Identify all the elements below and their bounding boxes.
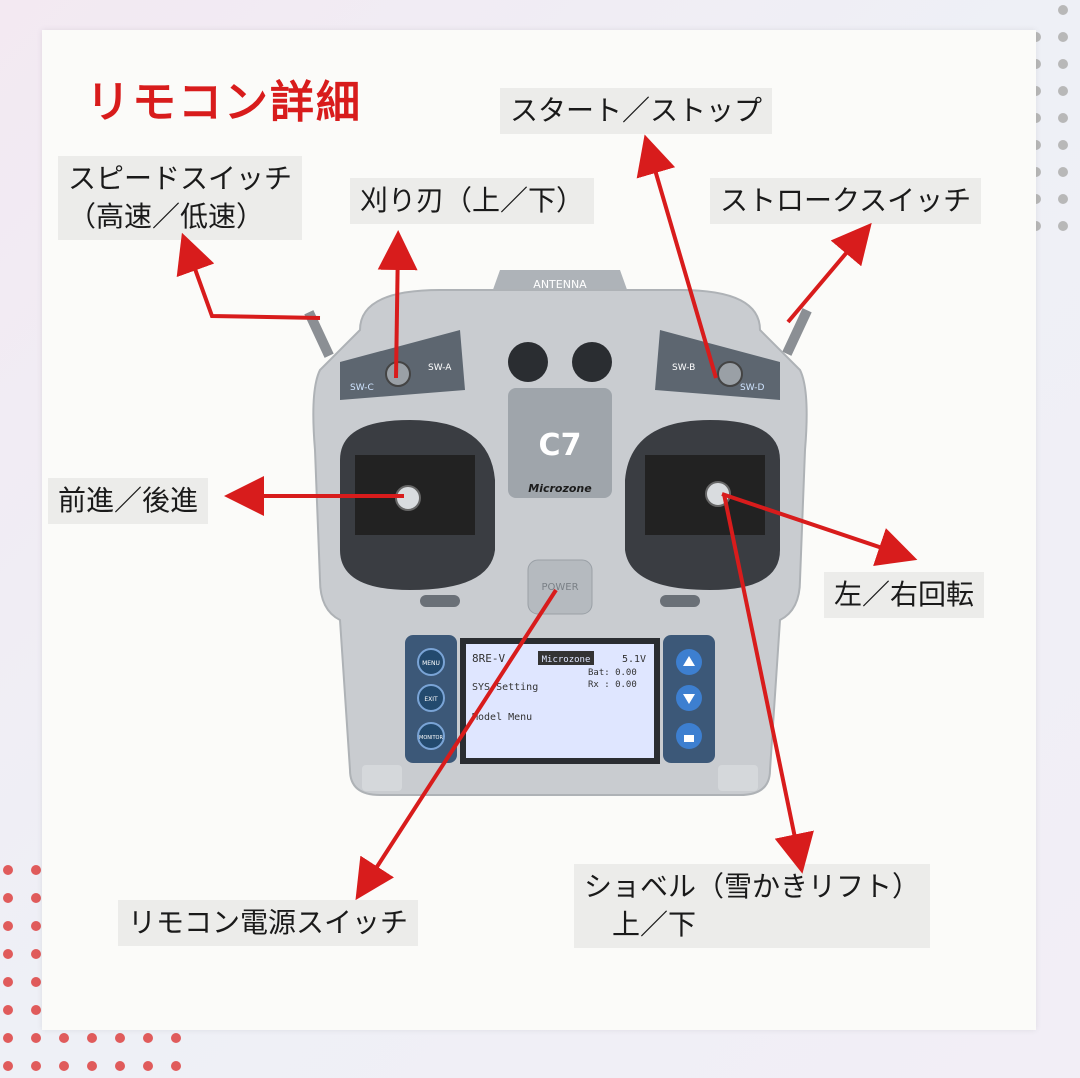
- label-shovel: ショベル（雪かきリフト） 上／下: [574, 864, 931, 948]
- switch-b[interactable]: [717, 361, 743, 387]
- sw-a-label: SW-A: [428, 363, 452, 373]
- decor-dot: [31, 921, 41, 931]
- antenna-label: ANTENNA: [533, 278, 587, 291]
- page-title: リモコン詳細: [86, 77, 362, 128]
- label-speed-switch: スピードスイッチ （高速／低速）: [58, 156, 303, 240]
- foot-left: [362, 765, 402, 791]
- lcd-rx: Rx : 0.00: [588, 680, 637, 690]
- decor-dot: [1058, 140, 1068, 150]
- decor-dot: [171, 1033, 181, 1043]
- stick-left[interactable]: [395, 485, 421, 511]
- lcd-sys: SYS Setting: [472, 682, 538, 693]
- decor-dot: [3, 1033, 13, 1043]
- decor-dot: [59, 1061, 69, 1071]
- label-start-stop: スタート／ストップ: [500, 88, 773, 134]
- menu-button-label: MENU: [422, 660, 440, 667]
- knob-right[interactable]: [572, 342, 612, 382]
- decor-dot: [1058, 221, 1068, 231]
- decor-dot: [1058, 194, 1068, 204]
- switch-a[interactable]: [385, 361, 411, 387]
- exit-button-label: EXIT: [424, 696, 438, 703]
- trim-left[interactable]: [420, 595, 460, 607]
- lcd-bat: Bat: 0.00: [588, 668, 637, 678]
- decor-dot: [3, 893, 13, 903]
- decor-dot: [59, 1033, 69, 1043]
- label-turn: 左／右回転: [824, 572, 985, 618]
- lcd-voltage: 5.1V: [622, 654, 646, 665]
- toggle-right[interactable]: [782, 308, 812, 356]
- lock-icon: [684, 735, 694, 742]
- power-label: POWER: [541, 582, 578, 593]
- center-panel: [508, 388, 612, 498]
- decor-dot: [1058, 5, 1068, 15]
- decor-dot: [3, 1005, 13, 1015]
- decor-dot: [171, 1061, 181, 1071]
- monitor-button-label: MONITOR: [419, 735, 443, 741]
- decor-dot: [1058, 167, 1068, 177]
- label-power-switch: リモコン電源スイッチ: [118, 900, 419, 946]
- remote-controller: ANTENNA SW-A SW-B SW-C SW-D C7 Microzone…: [304, 270, 812, 796]
- decor-dot: [31, 865, 41, 875]
- stick-right[interactable]: [705, 481, 731, 507]
- foot-right: [718, 765, 758, 791]
- knob-left[interactable]: [508, 342, 548, 382]
- decor-dot: [143, 1033, 153, 1043]
- trim-right[interactable]: [660, 595, 700, 607]
- sw-b-label: SW-B: [672, 363, 695, 373]
- decor-dot: [3, 949, 13, 959]
- decor-dot: [31, 893, 41, 903]
- decor-dot: [3, 865, 13, 875]
- decor-dot: [115, 1033, 125, 1043]
- decor-dot: [3, 1061, 13, 1071]
- decor-dot: [87, 1033, 97, 1043]
- decor-dot: [31, 1005, 41, 1015]
- label-forward-back: 前進／後進: [48, 478, 209, 524]
- lcd-header: 8RE-V: [472, 652, 505, 665]
- gimbal-right-window: [645, 455, 765, 535]
- decor-dot: [115, 1061, 125, 1071]
- decor-dot: [3, 977, 13, 987]
- decor-dot: [1058, 86, 1068, 96]
- decor-dot: [1058, 113, 1068, 123]
- decor-dot: [31, 1061, 41, 1071]
- label-stroke-switch: ストロークスイッチ: [710, 178, 982, 224]
- decor-dot: [1058, 32, 1068, 42]
- decor-dot: [143, 1061, 153, 1071]
- toggle-left[interactable]: [304, 310, 334, 358]
- decor-dot: [1058, 59, 1068, 69]
- up-arrow-icon: [683, 656, 695, 666]
- lcd-brand: Microzone: [542, 655, 591, 665]
- sw-d-label: SW-D: [740, 383, 764, 393]
- decor-dot: [3, 921, 13, 931]
- decor-dot: [31, 977, 41, 987]
- brand-label: Microzone: [528, 482, 592, 495]
- lcd-model: Model Menu: [472, 712, 532, 723]
- model-label: C7: [539, 428, 582, 463]
- down-arrow-icon: [683, 694, 695, 704]
- label-blade: 刈り刃（上／下）: [350, 178, 595, 224]
- sw-c-label: SW-C: [350, 383, 374, 393]
- decor-dot: [87, 1061, 97, 1071]
- decor-dot: [31, 949, 41, 959]
- decor-dot: [31, 1033, 41, 1043]
